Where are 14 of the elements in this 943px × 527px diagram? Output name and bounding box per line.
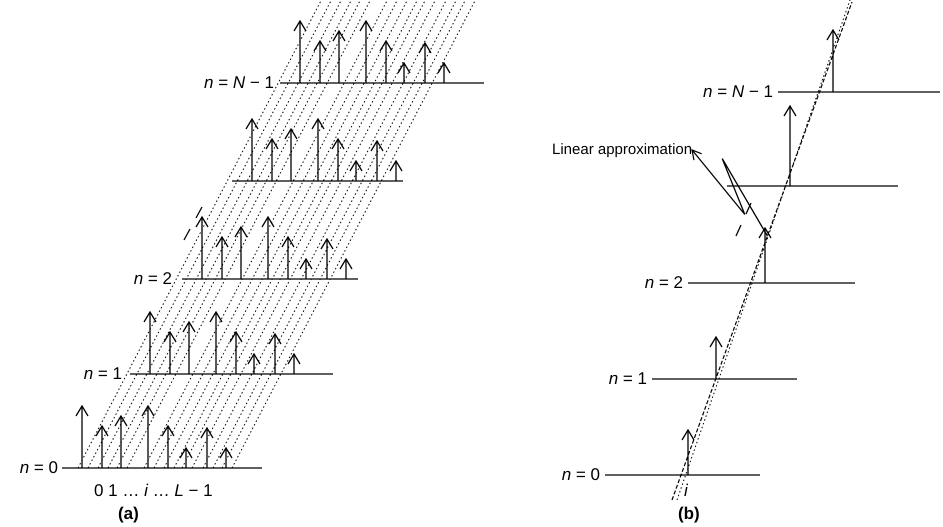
leader-line xyxy=(692,149,768,236)
level-label: n = 1 xyxy=(84,364,122,384)
level-label: n = 0 xyxy=(562,465,600,485)
panel-label: (b) xyxy=(678,504,700,524)
level-label: n = 2 xyxy=(644,273,683,293)
level-label: n = 1 xyxy=(608,369,647,389)
level-label: n = N − 1 xyxy=(204,73,274,93)
panel-label: (a) xyxy=(118,504,139,524)
level-label: n = N − 1 xyxy=(703,82,773,102)
index-label: i xyxy=(684,481,688,501)
index-label: 0 1 … i … L − 1 xyxy=(94,481,213,501)
annotation-text: Linear approximation xyxy=(552,140,692,160)
level-label: n = 0 xyxy=(20,458,58,478)
level-label: n = 2 xyxy=(134,269,172,289)
